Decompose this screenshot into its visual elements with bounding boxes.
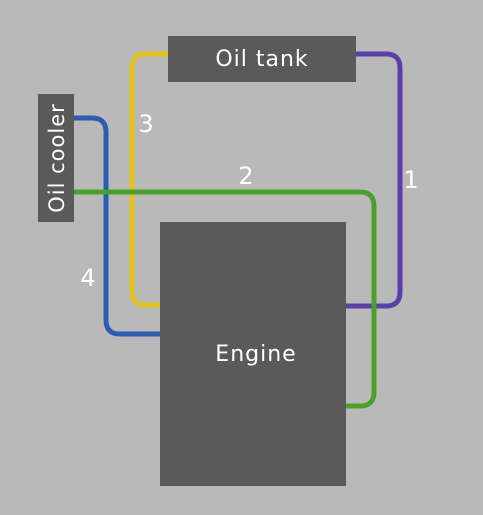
pipe-3-label: 3 xyxy=(138,110,153,138)
pipe-2-label: 2 xyxy=(238,162,253,190)
pipe-4-label: 4 xyxy=(80,264,95,292)
oil-cooler-label: Oil cooler xyxy=(45,103,69,213)
engine-label: Engine xyxy=(215,342,296,367)
pipe-4 xyxy=(67,115,165,337)
oil-tank-box: Oil tank xyxy=(168,36,356,82)
pipe-1-label: 1 xyxy=(403,166,418,194)
oil-tank-label: Oil tank xyxy=(215,47,308,72)
pipe-1 xyxy=(343,51,403,309)
pipe-2 xyxy=(67,189,377,409)
engine-box: Engine xyxy=(160,222,346,486)
oil-cooler-box: Oil cooler xyxy=(38,94,74,222)
pipe-3 xyxy=(129,51,173,308)
